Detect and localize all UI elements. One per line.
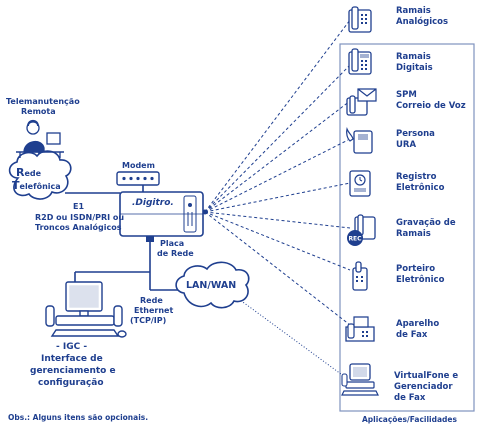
telefonica-initial: T [12, 179, 20, 192]
telemaintenance-label-2: Remota [21, 107, 56, 116]
ethernet-label-2: Ethernet [134, 306, 174, 315]
telephone-network-label: Rede [16, 166, 42, 179]
telemaintenance-label-1: Telemanutenção [6, 97, 80, 106]
lan-wan-label: LAN/WAN [186, 280, 237, 291]
app-label-electronic-record-2: Eletrônico [396, 183, 445, 193]
app-label-recording-1: Gravação de [396, 218, 456, 228]
app-label-voicemail-2: Correio de Voz [396, 101, 466, 111]
app-label-fax-2: de Fax [396, 330, 428, 340]
app-label-ivr-1: Persona [396, 129, 435, 139]
network-card-label-1: Placa [160, 239, 185, 248]
igc-label-4: configuração [38, 378, 104, 388]
voicemail-icon [346, 88, 377, 116]
fax-icon [345, 316, 375, 342]
app-label-intercom-1: Porteiro [396, 264, 436, 274]
extension-links [204, 19, 354, 326]
ethernet-label-1: Rede [140, 296, 163, 305]
network-card-port [146, 236, 154, 242]
app-label-digital-extensions-1: Ramais [396, 52, 431, 62]
intercom-icon [352, 261, 368, 291]
computer-icon [341, 363, 379, 396]
app-label-intercom-2: Eletrônico [396, 275, 445, 285]
ethernet-label-3: (TCP/IP) [130, 316, 167, 325]
igc-label-3: gerenciamento e [30, 366, 116, 376]
optional-note: Obs.: Alguns itens são opcionais. [8, 413, 149, 422]
app-label-fax-1: Aparelho [396, 319, 440, 329]
igc-computer-icon [45, 281, 127, 338]
app-label-recording-2: Ramais [396, 229, 431, 239]
app-label-virtualfone-3: de Fax [394, 393, 426, 403]
applications-footer: Aplicações/Facilidades [362, 415, 457, 424]
app-label-electronic-record-1: Registro [396, 172, 437, 182]
modem-label: Modem [122, 161, 155, 170]
pabx-unit [119, 191, 208, 237]
remote-operator-icon [16, 119, 64, 158]
network-card-label-2: de Rede [157, 249, 194, 258]
ivr-icon [346, 127, 373, 154]
app-label-virtualfone-1: VirtualFone e [394, 371, 459, 381]
trunks-label-2: Troncos Analógicos [35, 223, 122, 232]
app-label-virtualfone-2: Gerenciador [394, 382, 453, 392]
app-label-analog-extensions-1: Ramais [396, 6, 431, 16]
electronic-record-icon [349, 170, 371, 197]
telephone-network-cloud [8, 150, 72, 200]
app-label-digital-extensions-2: Digitais [396, 63, 433, 73]
rec-badge: REC [348, 236, 362, 243]
lan-wan-cloud [175, 261, 250, 309]
pabx-brand: .Digitro. [132, 198, 174, 208]
modem-device [116, 171, 160, 186]
app-label-ivr-2: URA [396, 140, 417, 150]
app-label-voicemail-1: SPM [396, 90, 417, 100]
igc-label-2: Interface de [41, 354, 103, 364]
lan-to-virtualfone-link [235, 296, 346, 378]
analog-phone-icon [348, 6, 372, 33]
digital-phone-icon [348, 48, 372, 75]
e1-label: E1 [73, 202, 85, 211]
rede-initial: R [16, 166, 25, 179]
telephone-network-label-2: Telefônica [12, 179, 61, 192]
app-label-analog-extensions-2: Analógicos [396, 17, 449, 27]
recording-icon: REC [347, 214, 376, 246]
igc-label-1: - IGC - [56, 342, 88, 352]
trunks-label-1: R2D ou ISDN/PRI ou [35, 213, 125, 222]
rede-rest: ede [24, 169, 42, 178]
telefonica-rest: elefônica [19, 182, 61, 191]
